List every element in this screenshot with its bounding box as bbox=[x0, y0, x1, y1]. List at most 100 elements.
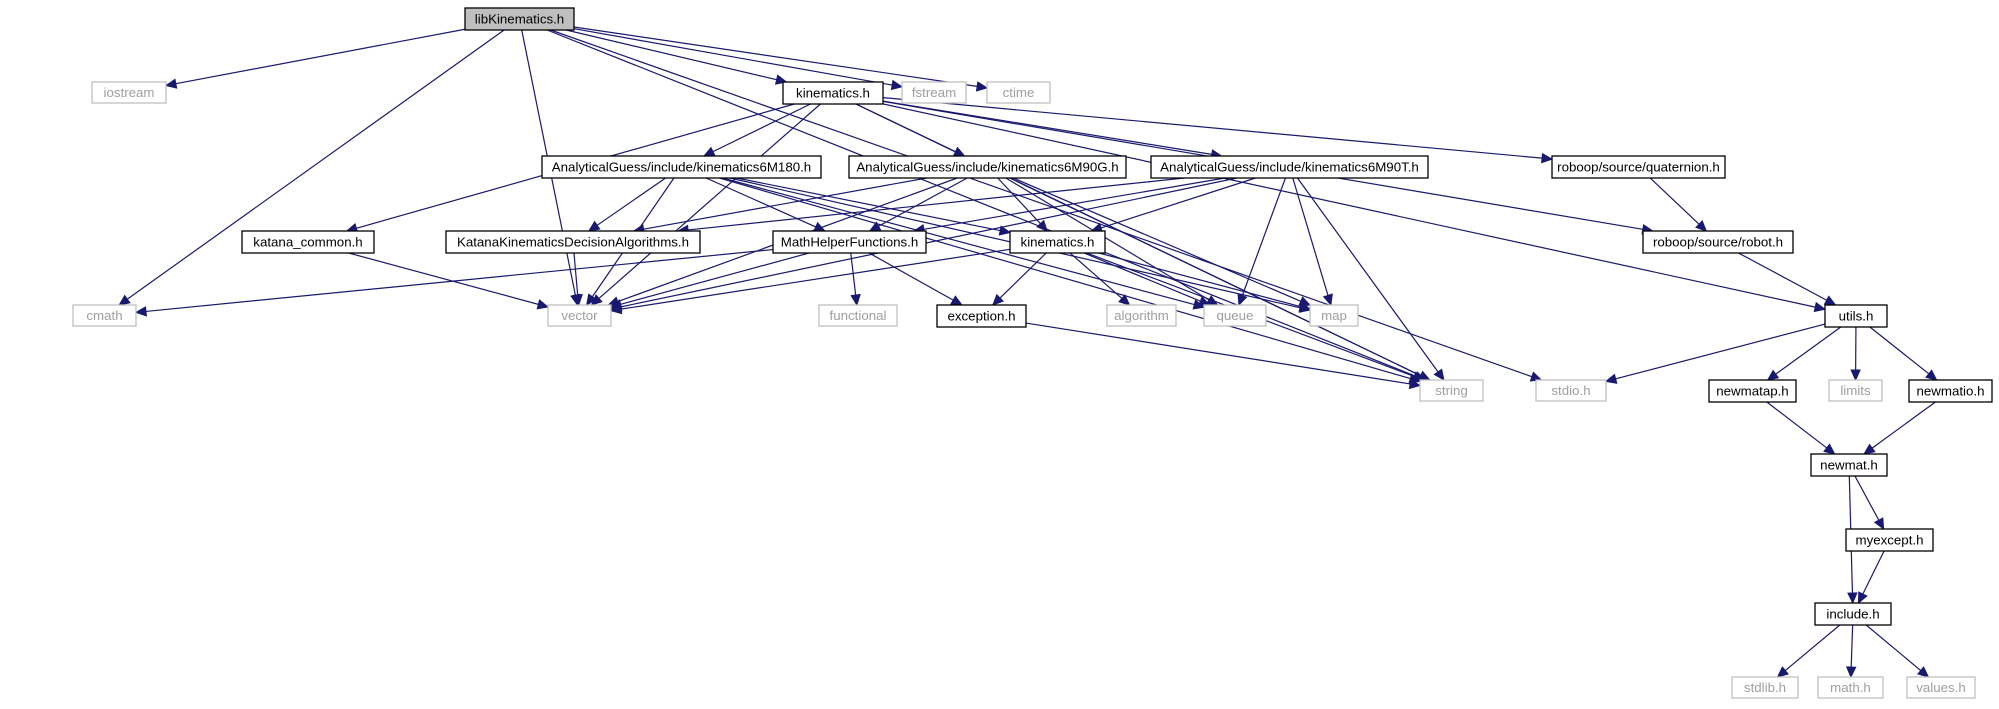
node-robot[interactable]: roboop/source/robot.h bbox=[1642, 230, 1794, 254]
arrowhead-newmat-to-include bbox=[1847, 592, 1858, 605]
edge-kinematics_mid-to-exception bbox=[999, 252, 1047, 299]
node-string: string bbox=[1419, 379, 1484, 402]
node-ag_6m90g[interactable]: AnalyticalGuess/include/kinematics6M90G.… bbox=[848, 155, 1127, 179]
node-fstream: fstream bbox=[901, 81, 967, 104]
edge-include-to-math bbox=[1850, 624, 1854, 668]
node-label: roboop/source/robot.h bbox=[1653, 235, 1783, 250]
node-box bbox=[1817, 676, 1884, 699]
edge-layer bbox=[118, 26, 1938, 679]
edge-kkda-to-vector bbox=[573, 252, 579, 296]
arrowhead-utils-to-limits bbox=[1850, 369, 1861, 382]
edge-kinematics_mid-to-map bbox=[1098, 252, 1301, 308]
node-utils[interactable]: utils.h bbox=[1824, 304, 1888, 328]
edge-myexcept-to-include bbox=[1862, 550, 1885, 595]
arrowhead-include-to-values bbox=[1917, 666, 1930, 678]
node-label: kinematics.h bbox=[796, 86, 870, 101]
arrowhead-ag_6m90g-to-kinematics_mid bbox=[1036, 219, 1049, 232]
arrowhead-kinematics_mid-to-string bbox=[1411, 371, 1425, 382]
edge-utils-to-newmatio bbox=[1869, 326, 1930, 375]
node-box bbox=[818, 304, 898, 327]
node-label: algorithm bbox=[1114, 308, 1169, 323]
node-label: string bbox=[1435, 383, 1468, 398]
node-label: include.h bbox=[1826, 607, 1879, 622]
node-label: newmat.h bbox=[1820, 458, 1878, 473]
arrowhead-katana_common-to-vector bbox=[536, 299, 550, 310]
node-layer: libKinematics.h iostream kinematics.h fstre… bbox=[72, 7, 1993, 699]
node-kkda[interactable]: KatanaKinematicsDecisionAlgorithms.h bbox=[445, 230, 701, 254]
edge-libKinematics-to-kinematics_top bbox=[565, 29, 777, 81]
node-label: stdio.h bbox=[1551, 383, 1590, 398]
node-box bbox=[1535, 379, 1607, 402]
node-label: AnalyticalGuess/include/kinematics6M180.… bbox=[552, 160, 811, 175]
node-box bbox=[72, 304, 137, 327]
node-ag_6m180[interactable]: AnalyticalGuess/include/kinematics6M180.… bbox=[541, 155, 822, 179]
edge-ag_6m90t-to-map bbox=[1292, 177, 1329, 296]
node-box bbox=[241, 230, 375, 254]
arrowhead-utils-to-stdio bbox=[1604, 373, 1618, 384]
edge-katana_common-to-vector bbox=[348, 252, 539, 305]
node-box bbox=[1828, 379, 1883, 402]
node-box bbox=[464, 7, 575, 31]
node-label: KatanaKinematicsDecisionAlgorithms.h bbox=[457, 235, 689, 250]
node-label: newmatio.h bbox=[1917, 384, 1985, 399]
node-box bbox=[1009, 230, 1106, 254]
edge-libKinematics-to-cmath bbox=[126, 29, 505, 300]
arrowhead-libKinematics-to-fstream bbox=[890, 79, 904, 91]
arrowhead-newmatio-to-newmat bbox=[1863, 443, 1876, 455]
node-kinematics_mid[interactable]: kinematics.h bbox=[1009, 230, 1106, 254]
node-ag_6m90t[interactable]: AnalyticalGuess/include/kinematics6M90T.… bbox=[1150, 155, 1429, 179]
edge-ag_6m90g-to-map bbox=[1012, 177, 1302, 302]
node-box bbox=[1814, 602, 1892, 626]
arrowhead-kinematics_mid-to-algorithm bbox=[1118, 294, 1131, 306]
node-box bbox=[1845, 528, 1934, 552]
edge-ag_6m90g-to-kkda bbox=[643, 177, 927, 230]
edge-ag_6m180-to-queue bbox=[722, 177, 1195, 306]
node-box bbox=[1824, 304, 1888, 328]
node-include[interactable]: include.h bbox=[1814, 602, 1892, 626]
edge-kinematics_top-to-ag_6m90t bbox=[882, 100, 1212, 155]
edge-mathhelper-to-cmath bbox=[145, 248, 774, 313]
node-queue: queue bbox=[1203, 304, 1267, 327]
node-functional: functional bbox=[818, 304, 898, 327]
node-libKinematics[interactable]: libKinematics.h bbox=[464, 7, 575, 31]
edge-kinematics_mid-to-vector bbox=[620, 248, 1011, 310]
edge-ag_6m180-to-string bbox=[719, 177, 1411, 380]
edge-ag_6m90t-to-string bbox=[1296, 177, 1439, 373]
node-label: stdlib.h bbox=[1744, 680, 1786, 695]
arrowhead-kinematics_top-to-quaternion bbox=[1541, 152, 1554, 164]
node-kinematics_top[interactable]: kinematics.h bbox=[782, 81, 884, 105]
node-exception[interactable]: exception.h bbox=[936, 304, 1027, 328]
node-label: utils.h bbox=[1839, 309, 1874, 324]
edge-kinematics_mid-to-algorithm bbox=[1069, 252, 1123, 299]
arrowhead-ag_6m180-to-vector bbox=[586, 293, 598, 307]
edge-ag_6m90t-to-kkda bbox=[687, 177, 1185, 231]
node-newmat[interactable]: newmat.h bbox=[1810, 453, 1888, 477]
node-newmatio[interactable]: newmatio.h bbox=[1908, 379, 1993, 403]
node-label: values.h bbox=[1916, 680, 1966, 695]
node-myexcept[interactable]: myexcept.h bbox=[1845, 528, 1934, 552]
arrowhead-libKinematics-to-cmath bbox=[118, 294, 131, 306]
arrowhead-kinematics_mid-to-map bbox=[1298, 301, 1312, 312]
node-box bbox=[1150, 155, 1429, 179]
node-katana_common[interactable]: katana_common.h bbox=[241, 230, 375, 254]
node-iostream: iostream bbox=[91, 81, 167, 104]
node-label: limits bbox=[1840, 383, 1871, 398]
node-label: kinematics.h bbox=[1021, 235, 1095, 250]
arrowhead-ag_6m90t-to-map bbox=[1322, 293, 1333, 307]
edge-newmatio-to-newmat bbox=[1871, 401, 1936, 449]
edge-exception-to-string bbox=[1025, 322, 1411, 385]
node-label: math.h bbox=[1830, 680, 1871, 695]
edge-kinematics_top-to-quaternion bbox=[882, 96, 1543, 159]
node-quaternion[interactable]: roboop/source/quaternion.h bbox=[1551, 155, 1726, 179]
edge-kinematics_top-to-ag_6m180 bbox=[712, 103, 811, 153]
node-label: myexcept.h bbox=[1856, 533, 1924, 548]
node-box bbox=[1642, 230, 1794, 254]
edge-kinematics_top-to-vector bbox=[598, 103, 821, 299]
arrowhead-utils-to-newmatio bbox=[1925, 369, 1938, 381]
node-box bbox=[1203, 304, 1267, 327]
node-vector: vector bbox=[547, 304, 612, 327]
node-newmatap[interactable]: newmatap.h bbox=[1708, 379, 1797, 403]
edge-include-to-stdlib bbox=[1784, 624, 1841, 672]
node-mathhelper[interactable]: MathHelperFunctions.h bbox=[772, 230, 927, 254]
arrowhead-ag_6m90t-to-string bbox=[1433, 368, 1445, 381]
